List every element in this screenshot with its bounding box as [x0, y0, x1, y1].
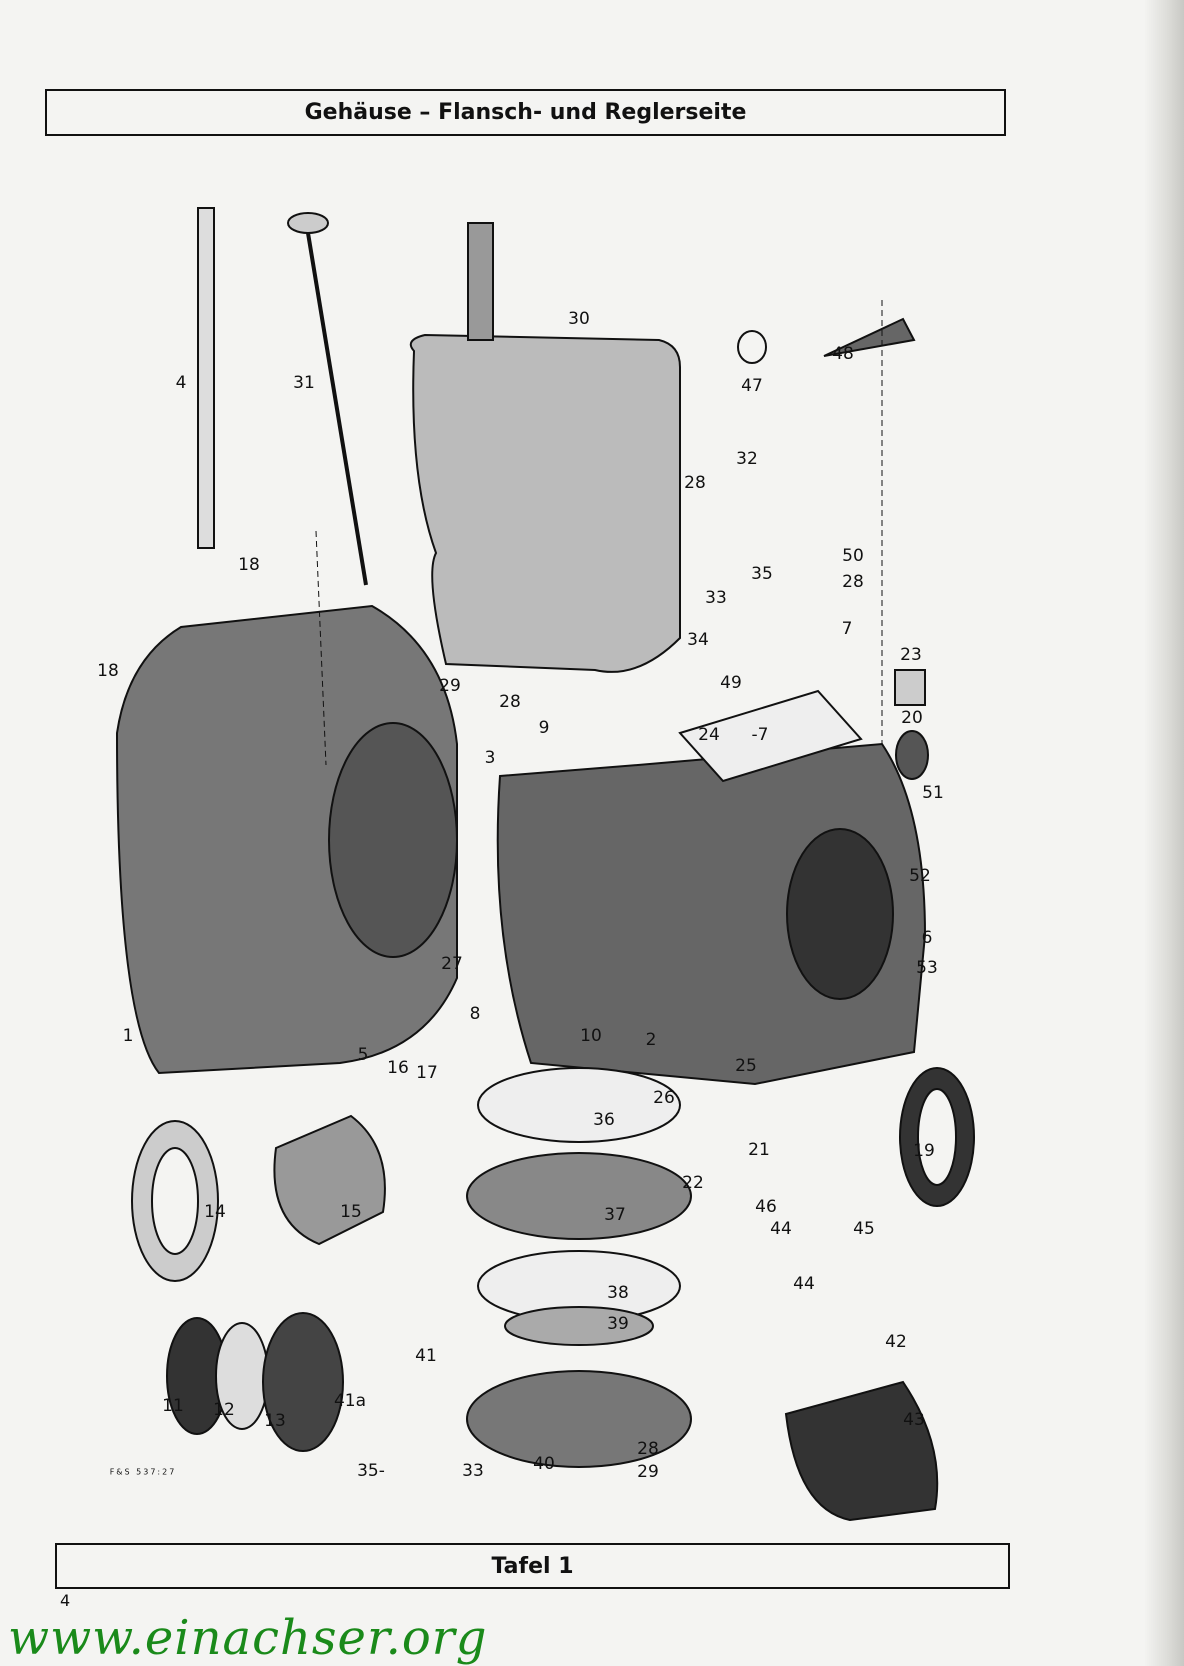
- callout: 46: [755, 1197, 777, 1217]
- part-ring-20: [895, 730, 929, 780]
- callout: 22: [682, 1173, 704, 1193]
- callout: 40: [533, 1454, 555, 1474]
- callout: -7: [751, 725, 769, 745]
- part-ring-47: [737, 330, 767, 364]
- callout: 44: [770, 1219, 792, 1239]
- callout: 15: [340, 1202, 362, 1222]
- part-housing-bore: [786, 828, 894, 1000]
- callout: 21: [748, 1140, 770, 1160]
- callout: 25: [735, 1056, 757, 1076]
- callout: 11: [162, 1396, 184, 1416]
- drawing-code: F&S 537:27: [109, 1467, 177, 1477]
- callout: 9: [538, 718, 550, 738]
- callout: 37: [604, 1205, 626, 1225]
- callout: 24: [698, 725, 720, 745]
- part-dipstick-31: [287, 212, 329, 234]
- watermark-link[interactable]: www.einachser.org: [8, 1610, 488, 1666]
- callout: 35-: [357, 1461, 385, 1481]
- page-number: 4: [60, 1591, 71, 1610]
- callout: 1: [122, 1026, 134, 1046]
- part-tank-30: [409, 333, 681, 673]
- callout: 41a: [333, 1391, 367, 1411]
- callout: 2: [645, 1030, 657, 1050]
- part-stud-4: [197, 207, 215, 549]
- callout: 10: [580, 1026, 602, 1046]
- callout: 29: [439, 676, 461, 696]
- part-housing-2: [496, 742, 927, 1086]
- callout: 43: [903, 1410, 925, 1430]
- callout: 51: [922, 783, 944, 803]
- callout: 28: [499, 692, 521, 712]
- part-gasket-36: [477, 1067, 681, 1143]
- callout: 13: [264, 1411, 286, 1431]
- callout: 39: [607, 1314, 629, 1334]
- callout: 20: [901, 708, 923, 728]
- callout: 30: [568, 309, 590, 329]
- page-title: Gehäuse – Flansch- und Reglerseite: [45, 89, 1006, 136]
- callout: 29: [637, 1462, 659, 1482]
- callout: 3: [484, 748, 496, 768]
- callout: 6: [921, 928, 933, 948]
- part-sleeve-23: [894, 669, 926, 706]
- callout: 45: [853, 1219, 875, 1239]
- part-gasket-49: [678, 689, 863, 783]
- callout: 33: [462, 1461, 484, 1481]
- plate-title: Tafel 1: [55, 1543, 1010, 1589]
- callout: 17: [416, 1063, 438, 1083]
- part-seal-19-hole: [917, 1088, 957, 1186]
- page-edge-shadow: [1144, 0, 1184, 1666]
- callout: 31: [293, 373, 315, 393]
- callout: 27: [441, 954, 463, 974]
- callout: 18: [238, 555, 260, 575]
- assembly-line: [315, 530, 327, 766]
- callout: 53: [916, 958, 938, 978]
- callout: 26: [653, 1088, 675, 1108]
- callout: 48: [832, 344, 854, 364]
- callout: 50: [842, 546, 864, 566]
- callout: 35: [751, 564, 773, 584]
- callout: 16: [387, 1058, 409, 1078]
- callout: 18: [97, 661, 119, 681]
- callout: 41: [415, 1346, 437, 1366]
- callout: 19: [913, 1141, 935, 1161]
- part-tank-neck: [467, 222, 494, 341]
- callout: 12: [213, 1400, 235, 1420]
- callout: 23: [900, 645, 922, 665]
- part-cover-15: [273, 1114, 386, 1246]
- part-cover-37: [466, 1152, 692, 1240]
- callout: 52: [909, 866, 931, 886]
- callout: 4: [175, 373, 187, 393]
- callout: 8: [469, 1004, 481, 1024]
- part-crankcase-bore: [328, 722, 458, 958]
- callout: 5: [357, 1045, 369, 1065]
- callout: 42: [885, 1332, 907, 1352]
- callout: 47: [741, 376, 763, 396]
- part-seal-14-hole: [151, 1147, 199, 1255]
- part-cover-40: [466, 1370, 692, 1468]
- part-pump-42: [784, 1380, 939, 1522]
- callout: 33: [705, 588, 727, 608]
- callout: 38: [607, 1283, 629, 1303]
- part-nozzle-48: [823, 317, 916, 357]
- callout: 49: [720, 673, 742, 693]
- part-bearing-13: [262, 1312, 344, 1452]
- callout: 32: [736, 449, 758, 469]
- callout: 28: [842, 572, 864, 592]
- part-screen-39: [504, 1306, 654, 1346]
- part-crankcase-1: [115, 604, 458, 1075]
- callout: 7: [841, 619, 853, 639]
- callout: 14: [204, 1202, 226, 1222]
- callout: 44: [793, 1274, 815, 1294]
- part-dipstick-rod: [306, 232, 368, 586]
- callout: 28: [684, 473, 706, 493]
- callout: 34: [687, 630, 709, 650]
- callout: 28: [637, 1439, 659, 1459]
- callout: 36: [593, 1110, 615, 1130]
